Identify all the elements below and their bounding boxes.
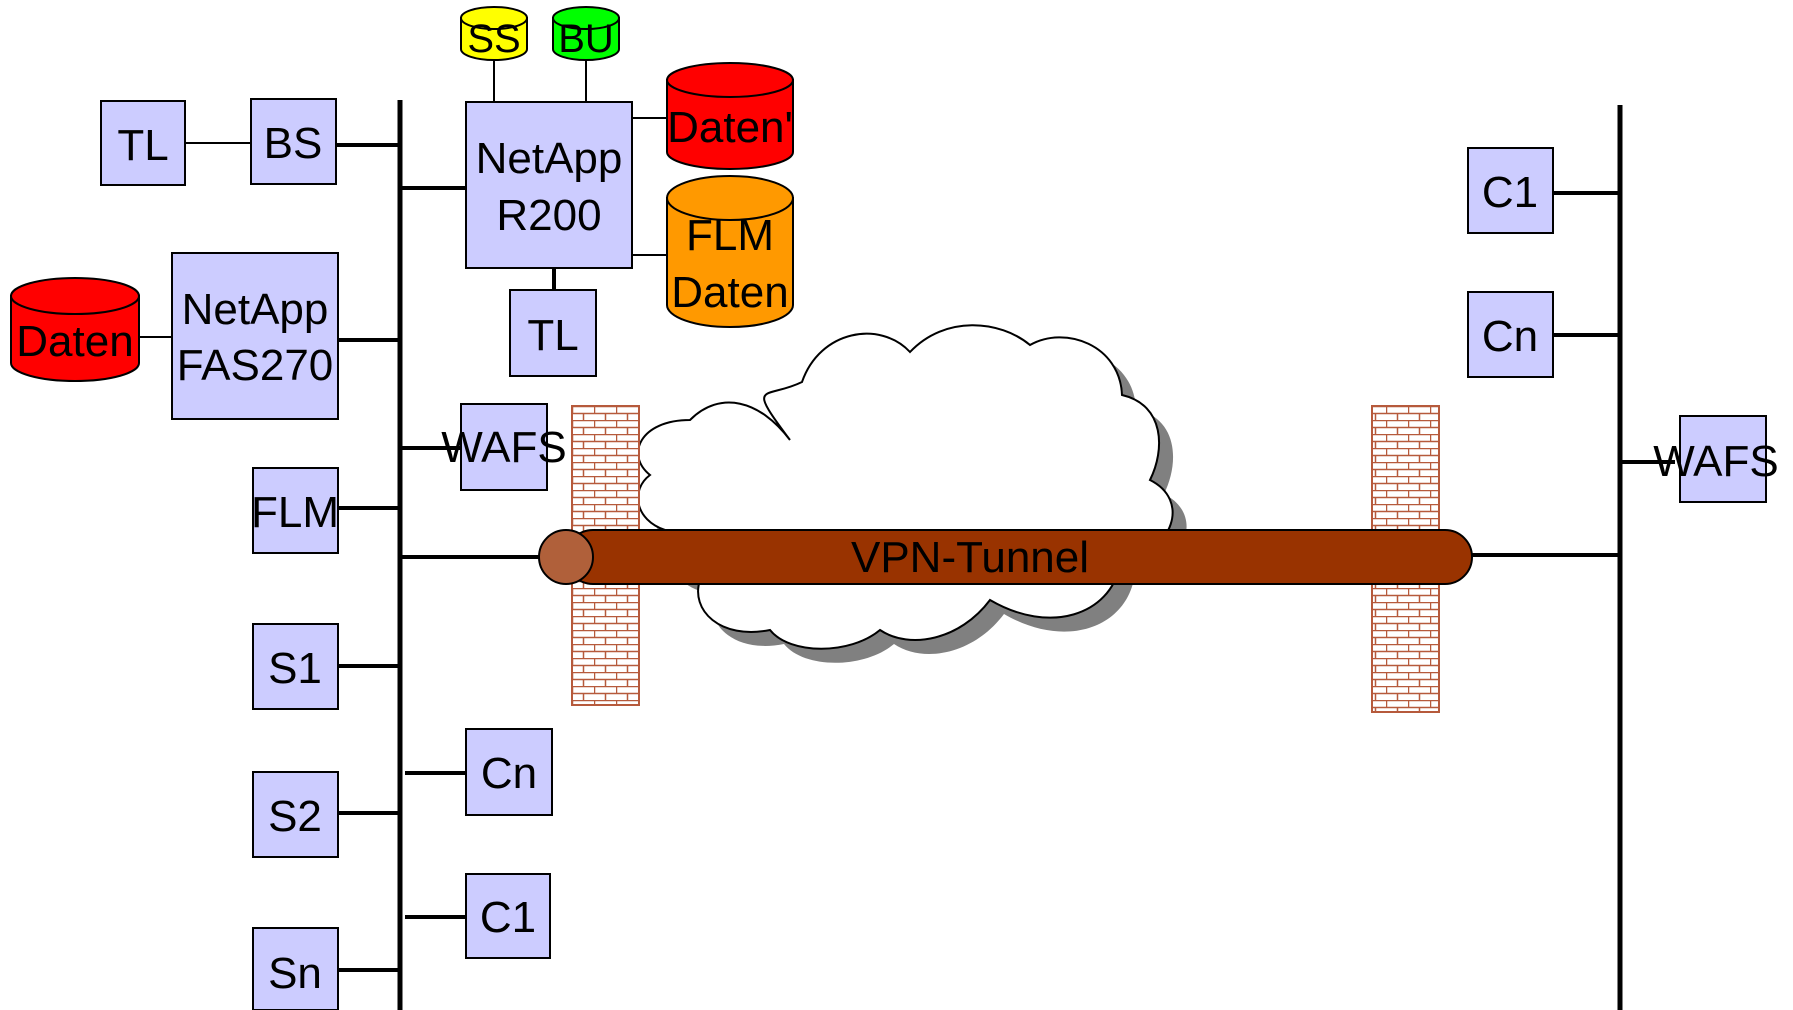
tl-mid-label: TL bbox=[527, 311, 578, 360]
flm-daten-label-line2: Daten bbox=[671, 268, 788, 317]
vpn-tunnel-label: VPN-Tunnel bbox=[851, 533, 1089, 582]
tl-mid-box bbox=[509, 289, 597, 377]
netapp-fas270-box bbox=[171, 252, 339, 420]
ss-cylinder bbox=[460, 6, 528, 61]
flm-daten-label-line1: FLM bbox=[686, 211, 774, 260]
daten-top-label: Daten' bbox=[667, 103, 793, 152]
s1-label: S1 bbox=[268, 644, 322, 693]
s2-box bbox=[252, 771, 339, 858]
flm-label: FLM bbox=[251, 488, 339, 537]
netapp-r200-label-line1: NetApp bbox=[476, 134, 623, 183]
netapp-fas270-label-line1: NetApp bbox=[182, 285, 329, 334]
tunnel-end-cap bbox=[538, 529, 594, 585]
wafs-left-box bbox=[460, 403, 548, 491]
cn-left-label: Cn bbox=[481, 749, 537, 798]
c1-right-box bbox=[1467, 147, 1554, 234]
s1-box bbox=[252, 623, 339, 710]
c1-left-label: C1 bbox=[480, 893, 536, 942]
netapp-fas270-label-line2: FAS270 bbox=[177, 341, 334, 390]
ss-label: SS bbox=[467, 17, 520, 61]
bu-cylinder bbox=[552, 6, 620, 61]
bs-box bbox=[250, 98, 337, 185]
sn-box bbox=[252, 927, 339, 1010]
daten-left-label: Daten bbox=[16, 317, 133, 366]
connectors bbox=[140, 59, 1675, 972]
bs-label: BS bbox=[264, 119, 323, 168]
c1-left-box bbox=[465, 873, 551, 959]
cn-left-box bbox=[465, 728, 553, 816]
wafs-right-label: WAFS bbox=[1653, 437, 1778, 486]
internet-cloud bbox=[637, 324, 1187, 663]
c1-right-label: C1 bbox=[1482, 168, 1538, 217]
vpn-tunnel bbox=[538, 529, 1473, 585]
cn-right-label: Cn bbox=[1482, 312, 1538, 361]
tl-left-box bbox=[100, 100, 186, 186]
flm-daten-cylinder bbox=[666, 175, 794, 328]
wafs-right-box bbox=[1679, 415, 1767, 503]
bu-label: BU bbox=[558, 17, 614, 61]
wafs-left-label: WAFS bbox=[441, 423, 566, 472]
daten-top-cylinder bbox=[666, 62, 794, 170]
tl-left-label: TL bbox=[117, 121, 168, 170]
cn-right-box bbox=[1467, 291, 1554, 378]
netapp-r200-label-line2: R200 bbox=[496, 191, 601, 240]
daten-left-cylinder bbox=[10, 277, 140, 382]
flm-box bbox=[252, 467, 339, 554]
netapp-r200-box bbox=[465, 101, 633, 269]
s2-label: S2 bbox=[268, 792, 322, 841]
sn-label: Sn bbox=[268, 949, 322, 998]
